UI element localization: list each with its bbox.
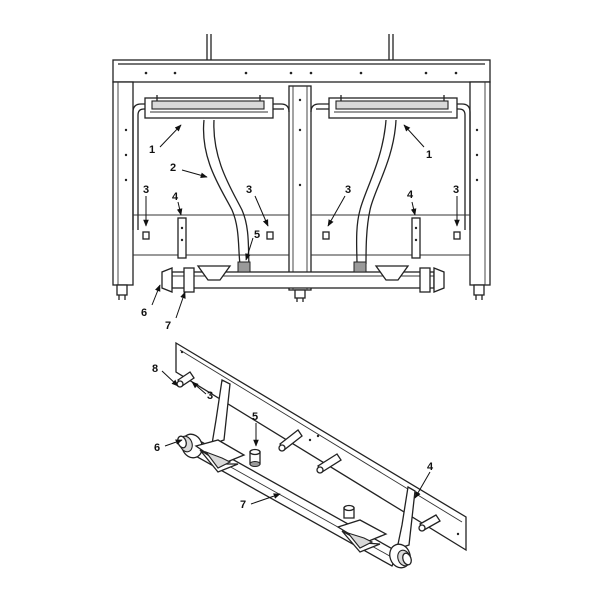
lower-callouts: 8 3 5 6 4 7 xyxy=(152,363,434,511)
drain-hose-right xyxy=(355,119,387,265)
center-post xyxy=(288,85,312,291)
callout-1-right: 1 xyxy=(426,149,432,161)
back-panel xyxy=(175,341,467,552)
studs-iso xyxy=(176,371,441,532)
heater-right xyxy=(328,95,458,119)
callout-5-iso: 5 xyxy=(252,411,258,423)
callout-7-iso: 7 xyxy=(240,499,246,511)
hose-fitting-iso-right xyxy=(343,504,355,519)
funnel-iso-left xyxy=(194,439,246,473)
callout-4-iso: 4 xyxy=(427,461,434,473)
callout-7: 7 xyxy=(165,320,171,332)
hose-fitting-right xyxy=(353,261,367,273)
bracket-right xyxy=(411,217,421,259)
callout-6-iso: 6 xyxy=(154,442,160,454)
funnel-left xyxy=(196,265,232,281)
end-cap-right xyxy=(389,543,412,569)
callout-8: 8 xyxy=(152,363,158,375)
callout-1-left: 1 xyxy=(149,144,155,156)
callout-4-right: 4 xyxy=(407,189,414,201)
leveling-feet xyxy=(116,284,485,302)
front-elevation-view xyxy=(112,34,491,302)
isometric-drain-assembly-view xyxy=(175,341,467,569)
top-rail-screws xyxy=(144,71,458,75)
heater-left xyxy=(144,95,274,119)
funnel-iso-right xyxy=(336,519,388,553)
callout-6: 6 xyxy=(141,307,147,319)
callout-5: 5 xyxy=(254,229,260,241)
right-side-post xyxy=(469,81,491,286)
callout-3-b: 3 xyxy=(246,184,252,196)
left-side-post xyxy=(112,81,134,286)
end-cap-left xyxy=(177,433,203,459)
top-frame-rail xyxy=(112,59,491,83)
hose-fitting-iso xyxy=(249,448,261,467)
callout-3-iso: 3 xyxy=(207,390,213,402)
upper-callouts: 1 1 2 3 3 3 3 4 4 5 6 7 xyxy=(141,124,460,332)
callout-3-a: 3 xyxy=(143,184,149,196)
callout-3-d: 3 xyxy=(453,184,459,196)
left-inner-tube xyxy=(132,103,148,230)
callout-2: 2 xyxy=(170,162,176,174)
studs-front xyxy=(142,231,461,240)
bracket-left xyxy=(177,217,187,259)
hose-fitting-left xyxy=(237,261,251,273)
drain-hose-left xyxy=(202,119,241,265)
callout-3-c: 3 xyxy=(345,184,351,196)
right-inner-tube xyxy=(455,103,471,230)
funnel-right xyxy=(374,265,410,281)
callout-4-left: 4 xyxy=(172,191,179,203)
